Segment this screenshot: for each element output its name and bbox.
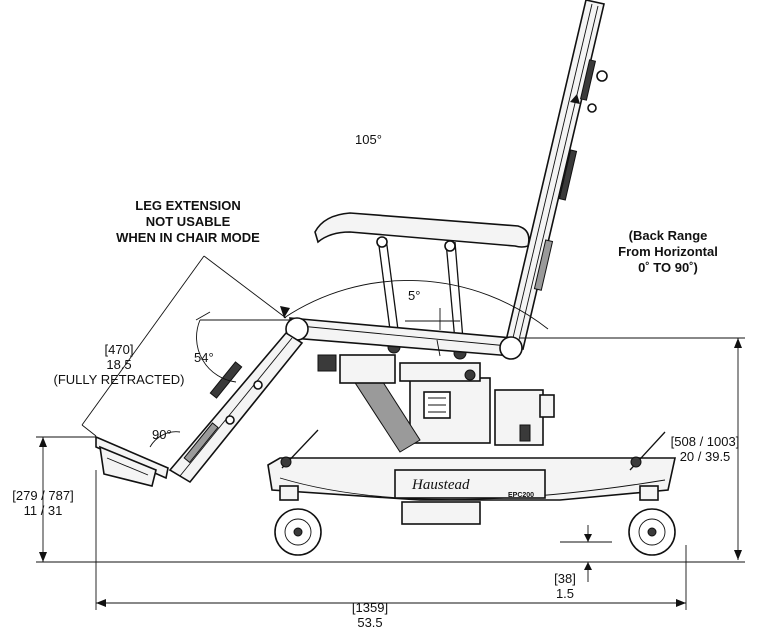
dim-arrow <box>584 534 592 542</box>
model-number: EPC200 <box>508 492 534 499</box>
leg-drop-angle: 54° <box>194 350 214 365</box>
leg-extension-note: LEG EXTENSION NOT USABLE WHEN IN CHAIR M… <box>116 198 260 245</box>
dim-arrow <box>734 550 742 560</box>
overall-length-dimension: [1359] 53.5 <box>351 600 389 630</box>
back-range-note: (Back Range From Horizontal 0˚ TO 90˚) <box>618 228 718 275</box>
foot-angle: 90° <box>152 427 172 442</box>
dimension-lines <box>36 255 745 610</box>
leg-length-dimension: [470] 18.5 (FULLY RETRACTED) <box>53 342 185 387</box>
arc-arrowhead <box>280 306 290 318</box>
ground-clearance-dimension: [38] 1.5 <box>554 571 576 601</box>
backrest <box>504 0 608 350</box>
lift-mechanism <box>317 354 555 453</box>
dim-arrow <box>584 562 592 570</box>
seat-tilt-angle: 5° <box>408 288 421 303</box>
foot-height-dimension: [279 / 787] 11 / 31 <box>12 488 74 518</box>
leg-rest <box>95 331 304 487</box>
base: Haustead EPC200 <box>267 429 676 556</box>
seat <box>285 317 523 360</box>
arc-arrowhead <box>570 94 580 104</box>
seat-height-dimension: [508 / 1003] 20 / 39.5 <box>670 434 740 464</box>
dim-arrow <box>96 599 106 607</box>
dim-arrow <box>39 552 47 562</box>
back-sweep-angle: 105° <box>355 132 382 147</box>
brand-logo: Haustead <box>411 477 470 493</box>
angle-annotations <box>149 94 580 448</box>
dim-arrow <box>734 338 742 348</box>
dim-arrow <box>39 437 47 447</box>
dim-arrow <box>676 599 686 607</box>
